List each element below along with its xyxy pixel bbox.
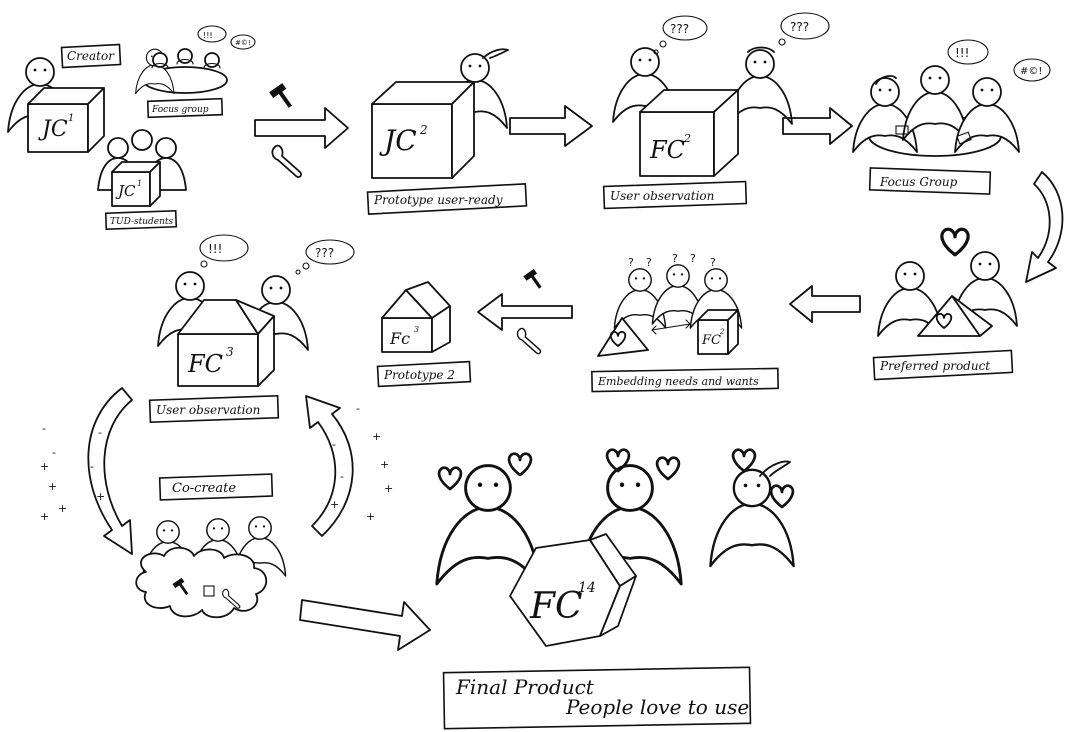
jc1-label: JC [38, 117, 68, 142]
prototype-user-ready: JC 2 Prototype user-ready [368, 49, 527, 214]
fc2-label: FC [649, 136, 685, 164]
fc14-sup: 14 [578, 580, 596, 596]
user-observation-2: !!! ??? FC 3 User observation [150, 235, 354, 422]
tud-students-label: TUD-students [110, 217, 174, 227]
hammer-icon [523, 269, 541, 289]
bubble-text: #©! [1020, 66, 1042, 77]
preferred-product-label: Preferred product [879, 359, 990, 373]
fc3b-sup: 3 [226, 345, 234, 359]
co-create-label: Co-create [172, 481, 236, 496]
arrow-icon [510, 106, 592, 146]
creator-label: Creator [67, 49, 115, 63]
user-observation-2-label: User observation [156, 403, 260, 417]
svg-text:+: + [366, 510, 375, 523]
jc1-sup: 1 [68, 113, 74, 124]
svg-text:+: + [48, 480, 57, 493]
bubble-text: !!! [955, 46, 969, 60]
fc2b-sup: 2 [719, 328, 725, 336]
heart-icon [942, 229, 968, 255]
creator-tag: Creator [62, 44, 121, 67]
question-mark: ? [672, 252, 678, 265]
svg-text:+: + [96, 490, 105, 503]
fc2-sup: 2 [683, 132, 691, 145]
prototype-2: Fc 3 Prototype 2 [378, 282, 471, 386]
jc2-label: JC [379, 124, 417, 157]
svg-text:-: - [356, 402, 360, 415]
heart-icon [771, 486, 793, 507]
bubble-text: #©! [235, 39, 251, 47]
svg-text:+: + [40, 510, 49, 523]
svg-text:+: + [380, 458, 389, 471]
focus-group: !!! #©! Focus Group [853, 40, 1050, 194]
svg-text:+: + [372, 430, 381, 443]
question-mark: ? [628, 256, 634, 269]
svg-text:+: + [40, 460, 49, 473]
svg-text:-: - [98, 426, 102, 439]
user-observation-1-label: User observation [610, 189, 714, 203]
heart-icon [657, 458, 679, 479]
arrow-icon [478, 294, 572, 330]
bubble-text: ??? [315, 246, 334, 260]
arrow-icon [300, 600, 430, 650]
question-mark: ? [690, 252, 696, 265]
fc2b-label: FC [701, 333, 721, 348]
svg-text:+: + [330, 498, 339, 511]
heart-icon [439, 468, 461, 489]
bubble-text: ??? [790, 20, 809, 34]
svg-text:-: - [90, 460, 94, 473]
user-observation-1: ??? ??? FC 2 User observation [604, 13, 829, 208]
person-icon [437, 466, 539, 584]
focus-group-small-label: Focus group [151, 105, 209, 115]
jc2-sup: 2 [419, 123, 428, 137]
jc1-box: JC 1 [28, 88, 104, 152]
arrow-icon [783, 108, 852, 144]
wrench-icon [518, 328, 541, 353]
jc1b-label: JC [115, 182, 136, 200]
heart-icon [509, 454, 531, 475]
final-line2: People love to use [565, 695, 749, 719]
svg-text:+: + [58, 502, 67, 515]
arrow-icon [790, 286, 860, 322]
jc1b-sup: 1 [137, 179, 142, 188]
hammer-icon [269, 83, 292, 108]
co-create-loop: - - + + + + - - + - + + + + - - + Co-cre… [40, 388, 393, 617]
svg-text:-: - [340, 470, 344, 483]
heart-icon [733, 450, 755, 471]
arrow-icon [255, 108, 348, 148]
arrow-icon [1026, 172, 1062, 282]
svg-text:+: + [384, 482, 393, 495]
question-mark: ? [710, 256, 716, 269]
fc3-sup: 3 [414, 325, 419, 334]
bubble-text: !!! [208, 242, 222, 256]
prototype-2-label: Prototype 2 [383, 368, 455, 382]
focus-group-small: !!! #©! Focus group [136, 26, 255, 117]
arrow-icon [88, 388, 132, 554]
svg-text:-: - [42, 422, 46, 435]
wrench-icon [272, 146, 301, 177]
question-mark: ? [646, 256, 652, 269]
embedding-label: Embedding needs and wants [597, 375, 759, 388]
embedding-needs: ? ? ? ? ? FC 2 Embedding needs and wants [592, 252, 778, 392]
preferred-product: Preferred product [874, 229, 1017, 379]
bubble-text: ??? [670, 22, 689, 36]
bubble-text: !!! [203, 31, 213, 40]
prototype-user-ready-label: Prototype user-ready [373, 193, 503, 207]
focus-group-label: Focus Group [879, 175, 958, 189]
fc3-label: Fc [389, 329, 410, 348]
final-product: FC 14 Final Product People love to use [437, 450, 794, 729]
tud-students: JC 1 TUD-students [98, 130, 186, 229]
fc3b-label: FC [187, 350, 223, 378]
person-icon [710, 470, 793, 566]
fc14-label: FC [529, 586, 583, 627]
svg-text:-: - [52, 446, 56, 459]
creator-group: JC 1 Creator !!! #©! Focus group [8, 26, 255, 229]
svg-text:-: - [332, 438, 336, 451]
arrow-icon [306, 396, 353, 536]
cloud-icon [136, 548, 266, 618]
